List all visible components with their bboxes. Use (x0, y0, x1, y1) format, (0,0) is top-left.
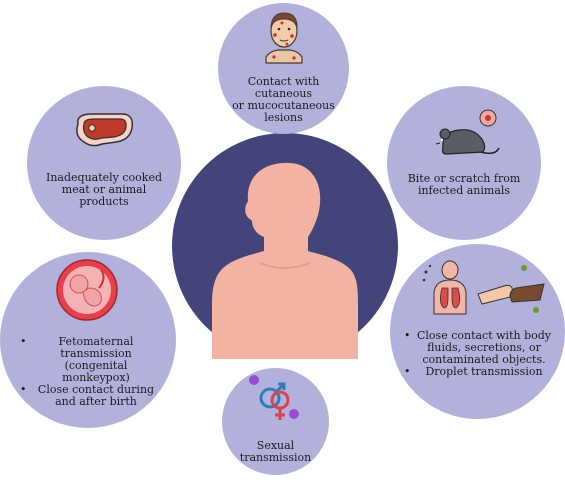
caption-line: lesions (264, 111, 303, 124)
human-silhouette-icon (212, 162, 358, 359)
caption-line: Inadequately cooked (45, 171, 162, 184)
circle-body-fluids: Close contact with body fluids, secretio… (390, 244, 565, 419)
caption-line: Sexual transmission (239, 439, 312, 464)
center-circle (172, 133, 398, 359)
fetomaternal-bullet-list: Fetomaternal transmission (congenital mo… (20, 336, 160, 408)
caption-animal-bite: Bite or scratch from infected animals (387, 173, 541, 197)
circle-cutaneous-contact: Contact with cutaneous or mucocutaneous … (218, 3, 349, 134)
lungs-and-hands-icon (422, 260, 545, 315)
fetus-in-womb-icon (56, 259, 118, 321)
rodent-icon (435, 109, 500, 155)
caption-line: Contact with cutaneous (247, 75, 320, 100)
caption-line: or mucocutaneous (232, 99, 335, 112)
caption-line: infected animals (417, 184, 511, 197)
list-item: Close contact during and after birth (20, 384, 160, 408)
list-item: Close contact with body fluids, secretio… (404, 330, 552, 366)
list-item: Droplet transmission (404, 366, 552, 379)
raw-meat-icon (76, 113, 134, 147)
circle-sexual-transmission: Sexual transmission (222, 368, 329, 475)
circle-animal-bite: Bite or scratch from infected animals (387, 86, 541, 240)
caption-line: products (79, 195, 129, 208)
face-with-lesions-icon (265, 12, 303, 64)
circle-cooked-meat: Inadequately cooked meat or animal produ… (27, 86, 181, 240)
caption-line: Bite or scratch from (407, 172, 521, 185)
caption-cooked-meat: Inadequately cooked meat or animal produ… (27, 172, 181, 208)
gender-symbols-icon (249, 375, 299, 420)
caption-line: meat or animal (61, 183, 147, 196)
caption-sexual-transmission: Sexual transmission (222, 440, 329, 464)
list-item: Fetomaternal transmission (congenital mo… (20, 336, 160, 384)
body-fluids-bullet-list: Close contact with body fluids, secretio… (404, 330, 552, 379)
caption-cutaneous-contact: Contact with cutaneous or mucocutaneous … (218, 76, 349, 124)
circle-fetomaternal: Fetomaternal transmission (congenital mo… (0, 252, 176, 428)
